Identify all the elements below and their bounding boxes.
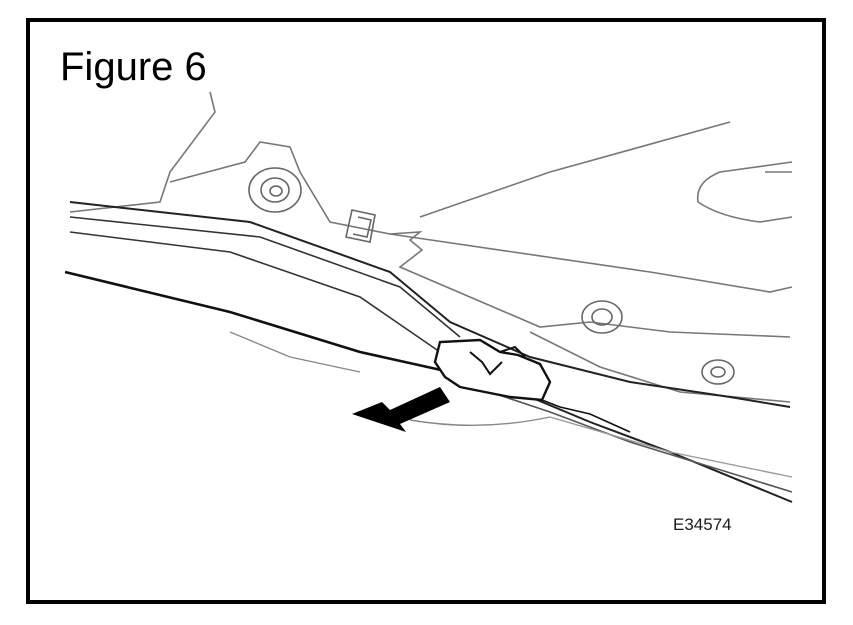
- bracket-top-right: [696, 161, 793, 223]
- retainer-clip: [433, 338, 631, 433]
- square-slot: [345, 209, 376, 243]
- seal-lines: [64, 201, 793, 503]
- reference-code: E34574: [673, 515, 732, 534]
- line-drawing: Figure 6 E34574: [60, 45, 793, 534]
- figure-frame: Figure 6 E34574: [26, 18, 826, 604]
- figure-title: Figure 6: [60, 45, 207, 89]
- mounting-holes: [248, 167, 735, 385]
- upper-panel: [69, 91, 793, 403]
- pointer-arrow: [352, 387, 450, 432]
